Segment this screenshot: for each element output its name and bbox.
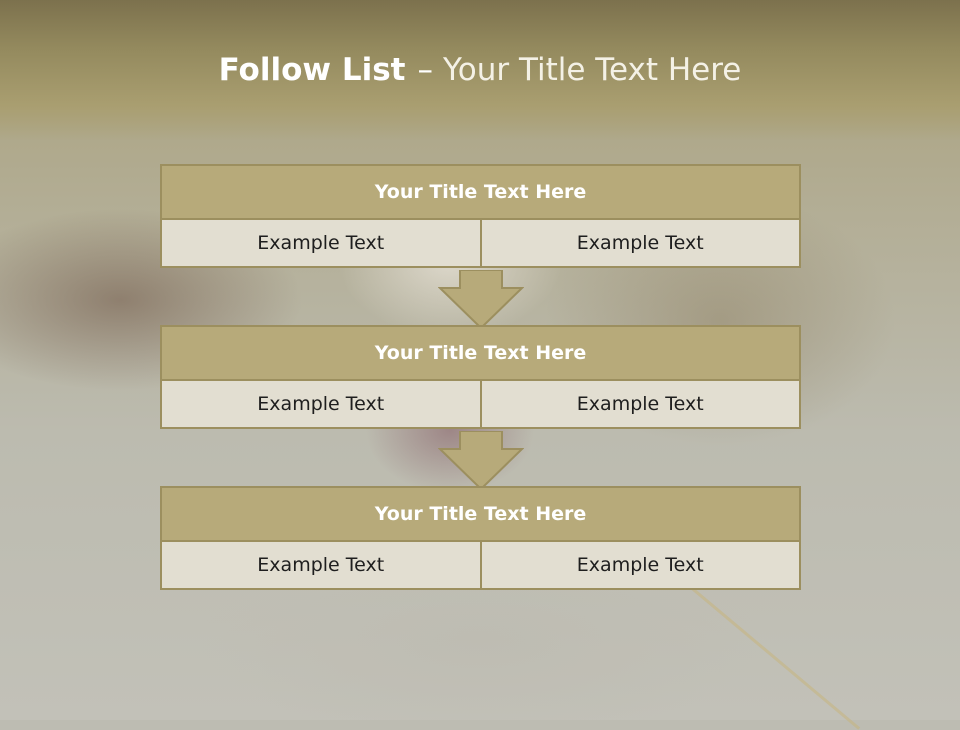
block-cell-left: Example Text (160, 218, 482, 268)
slide-title-bold: Follow List (218, 52, 406, 88)
block-title: Your Title Text Here (160, 325, 801, 381)
slide-title: Follow List–Your Title Text Here (0, 52, 960, 88)
block-cell-right: Example Text (479, 218, 801, 268)
slide-title-rest: Your Title Text Here (442, 52, 742, 88)
list-block-1: Your Title Text Here Example Text Exampl… (160, 164, 801, 268)
block-title: Your Title Text Here (160, 164, 801, 220)
block-row: Example Text Example Text (160, 218, 801, 268)
list-block-3: Your Title Text Here Example Text Exampl… (160, 486, 801, 590)
block-row: Example Text Example Text (160, 379, 801, 429)
block-title: Your Title Text Here (160, 486, 801, 542)
block-cell-right: Example Text (479, 379, 801, 429)
block-cell-left: Example Text (160, 540, 482, 590)
down-arrow-icon (438, 270, 524, 330)
block-cell-left: Example Text (160, 379, 482, 429)
header-band (0, 0, 960, 140)
slide-title-dash: – (417, 52, 433, 88)
block-cell-right: Example Text (479, 540, 801, 590)
list-block-2: Your Title Text Here Example Text Exampl… (160, 325, 801, 429)
down-arrow-icon (438, 431, 524, 491)
block-row: Example Text Example Text (160, 540, 801, 590)
